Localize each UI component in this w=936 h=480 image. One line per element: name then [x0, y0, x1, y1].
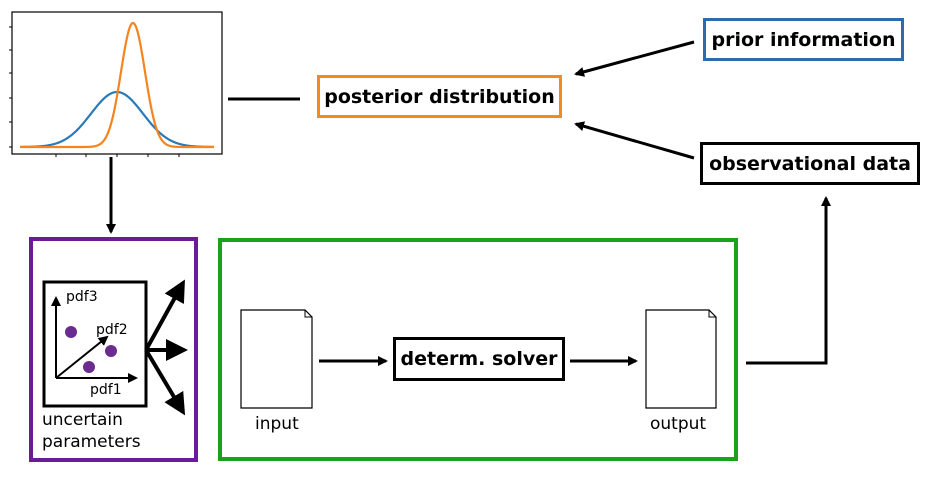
- prior-information-label: prior information: [711, 28, 896, 51]
- prior-to-posterior-arrow: [574, 40, 695, 77]
- uncertain-parameters-box: [29, 237, 198, 462]
- sample-dot: [105, 345, 117, 357]
- observational-data-box: observational data: [700, 142, 920, 185]
- observational-data-label: observational data: [709, 152, 911, 175]
- narrow-curve: [20, 21, 214, 149]
- plot-ticks: [9, 26, 180, 157]
- sample-arrow-up: [144, 279, 185, 351]
- observational-to-posterior-arrow: [574, 121, 695, 160]
- input-label: input: [255, 414, 299, 434]
- output-to-observational-arrow: [746, 196, 831, 365]
- output-document-icon: [645, 309, 717, 409]
- distribution-plot: [9, 11, 223, 157]
- determ-solver-label: determ. solver: [400, 348, 558, 370]
- pdf2-axis: [55, 335, 109, 379]
- pdf2-label: pdf2: [96, 322, 128, 338]
- sample-arrow-down: [144, 348, 186, 416]
- prior-information-box: prior information: [703, 18, 904, 61]
- sample-dot: [83, 361, 95, 373]
- posterior-distribution-label: posterior distribution: [324, 85, 555, 108]
- determ-solver-box: determ. solver: [393, 337, 565, 381]
- uncertain-label: uncertain: [42, 410, 123, 430]
- parameter-space-box: [42, 280, 148, 408]
- sample-dot: [65, 326, 77, 338]
- posterior-distribution-box: posterior distribution: [317, 75, 562, 118]
- output-label: output: [650, 414, 707, 434]
- input-document-icon: [240, 309, 313, 409]
- pdf1-label: pdf1: [90, 382, 122, 398]
- pdf3-label: pdf3: [66, 289, 98, 305]
- solver-container-box: [218, 238, 738, 461]
- parameters-label: parameters: [42, 432, 141, 452]
